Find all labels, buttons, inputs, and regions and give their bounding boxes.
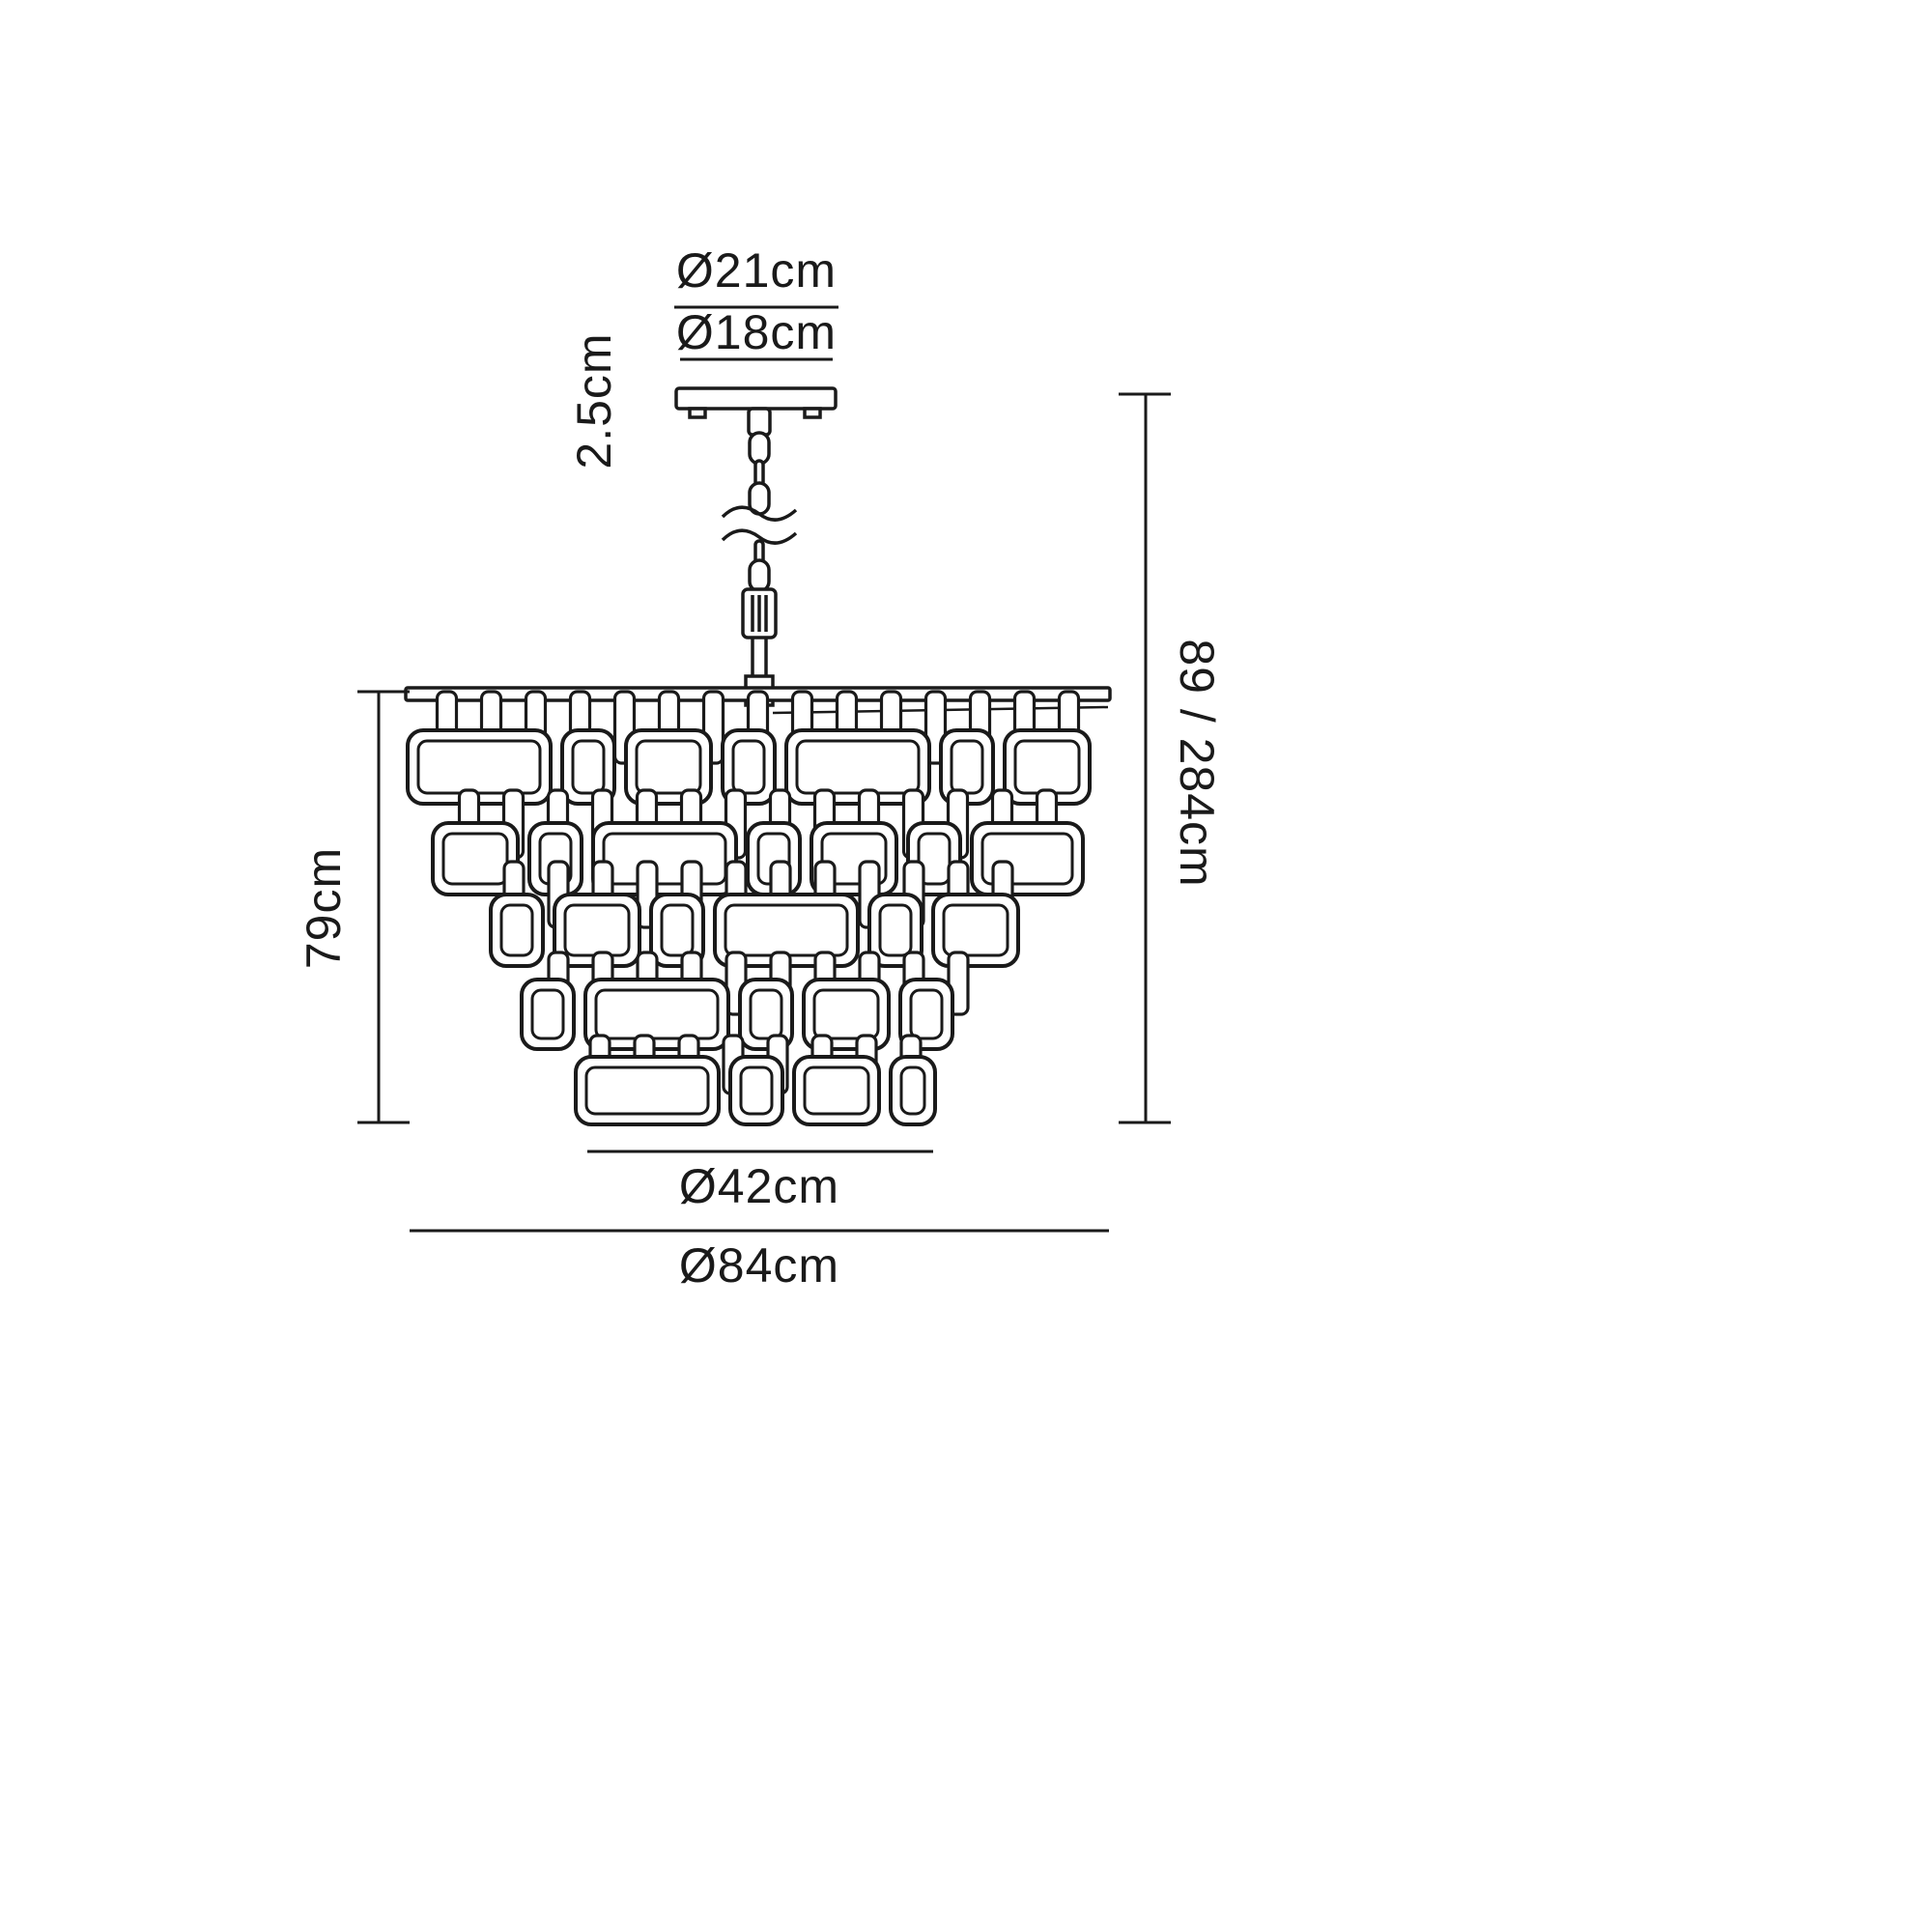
overall-height-dimension [1119,392,1171,1124]
chain-break-mark [721,505,798,522]
body-height-label: 79cm [297,847,351,969]
chain-link [748,558,771,593]
lower-tier-diameter-dimension: Ø42cm [587,1150,933,1213]
chain-link [748,431,771,466]
chain-connector [747,407,772,437]
canopy-inner-diameter-label: Ø18cm [676,305,837,359]
overall-height-label: 89 / 284cm [1170,639,1224,887]
canopy-foot-right [803,407,822,419]
chandelier-body [404,686,1112,1126]
canopy-outer-diameter-label: Ø21cm [676,243,837,298]
canopy-plate [674,386,838,411]
canopy-foot-left [688,407,707,419]
canopy-height-label: 2.5cm [567,332,621,469]
chain-break-mark [721,528,798,545]
ceiling-canopy [674,386,838,419]
body-height-dimension [357,690,410,1124]
overall-diameter-dimension: Ø84cm [410,1229,1109,1293]
suspension-chain [721,407,798,707]
overall-diameter-label: Ø84cm [679,1238,839,1293]
canopy-diameter-labels: Ø21cm Ø18cm [674,243,838,361]
lower-tier-diameter-label: Ø42cm [679,1159,839,1213]
